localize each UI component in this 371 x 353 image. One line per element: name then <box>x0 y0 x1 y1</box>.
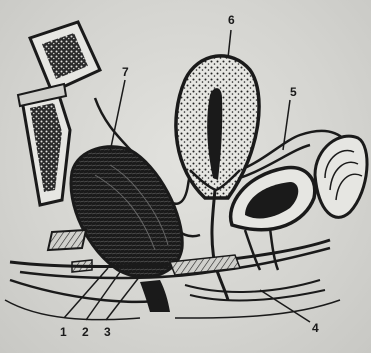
label-3: 3 <box>104 326 111 338</box>
label-5: 5 <box>290 86 297 98</box>
pubic-bone <box>315 136 367 217</box>
label-4: 4 <box>312 322 319 334</box>
label-6: 6 <box>228 14 235 26</box>
vaginal-canal <box>212 190 228 300</box>
label-1: 1 <box>60 326 67 338</box>
anal-canal <box>140 280 170 312</box>
label-2: 2 <box>82 326 89 338</box>
label-7: 7 <box>122 66 129 78</box>
rectum <box>71 147 182 277</box>
